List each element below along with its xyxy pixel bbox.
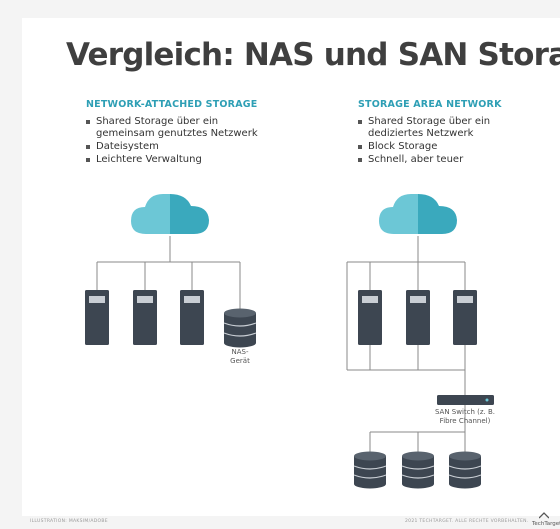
nas-cloud-icon xyxy=(131,194,209,234)
san-cloud-icon xyxy=(379,194,457,234)
nas-feature-list: Shared Storage über ein gemeinsam genutz… xyxy=(86,116,271,167)
logo-text: TechTarget xyxy=(532,521,560,527)
san-feature-item: Schnell, aber teuer xyxy=(358,154,528,166)
san-feature-item: Shared Storage über ein dediziertes Netz… xyxy=(358,116,528,140)
san-server-icon-3 xyxy=(453,290,477,345)
page-title: Vergleich: NAS und SAN Storage xyxy=(66,37,560,73)
nas-server-icon-2 xyxy=(133,290,157,345)
nas-connection-lines xyxy=(96,236,241,310)
san-connection-lines xyxy=(346,236,466,452)
logo-icon xyxy=(538,512,550,519)
techtarget-logo: TechTarget xyxy=(532,512,560,527)
san-topology xyxy=(346,194,494,489)
san-feature-list: Shared Storage über ein dediziertes Netz… xyxy=(358,116,528,167)
nas-device-label: NAS- Gerät xyxy=(230,348,250,365)
san-switch-icon xyxy=(437,395,494,405)
nas-device-icon xyxy=(223,308,257,348)
content-card xyxy=(22,18,560,516)
nas-topology xyxy=(85,194,257,348)
nas-feature-item: Dateisystem xyxy=(86,141,271,153)
nas-server-icon-3 xyxy=(180,290,204,345)
san-switch-label: SAN Switch (z. B. Fibre Channel) xyxy=(434,408,496,425)
san-storage-icon-2 xyxy=(401,451,435,489)
nas-heading: NETWORK-ATTACHED STORAGE xyxy=(86,99,258,110)
footer-credit: ILLUSTRATION: MAKSIM/ADOBE xyxy=(30,519,108,524)
san-heading: STORAGE AREA NETWORK xyxy=(358,99,502,110)
san-storage-icon-1 xyxy=(353,451,387,489)
san-server-icon-2 xyxy=(406,290,430,345)
footer-copyright: 2021 TECHTARGET. ALLE RECHTE VORBEHALTEN… xyxy=(405,519,529,524)
san-feature-item: Block Storage xyxy=(358,141,528,153)
nas-server-icon-1 xyxy=(85,290,109,345)
nas-feature-item: Shared Storage über ein gemeinsam genutz… xyxy=(86,116,271,140)
san-storage-icon-3 xyxy=(448,451,482,489)
san-server-icon-1 xyxy=(358,290,382,345)
nas-feature-item: Leichtere Verwaltung xyxy=(86,154,271,166)
